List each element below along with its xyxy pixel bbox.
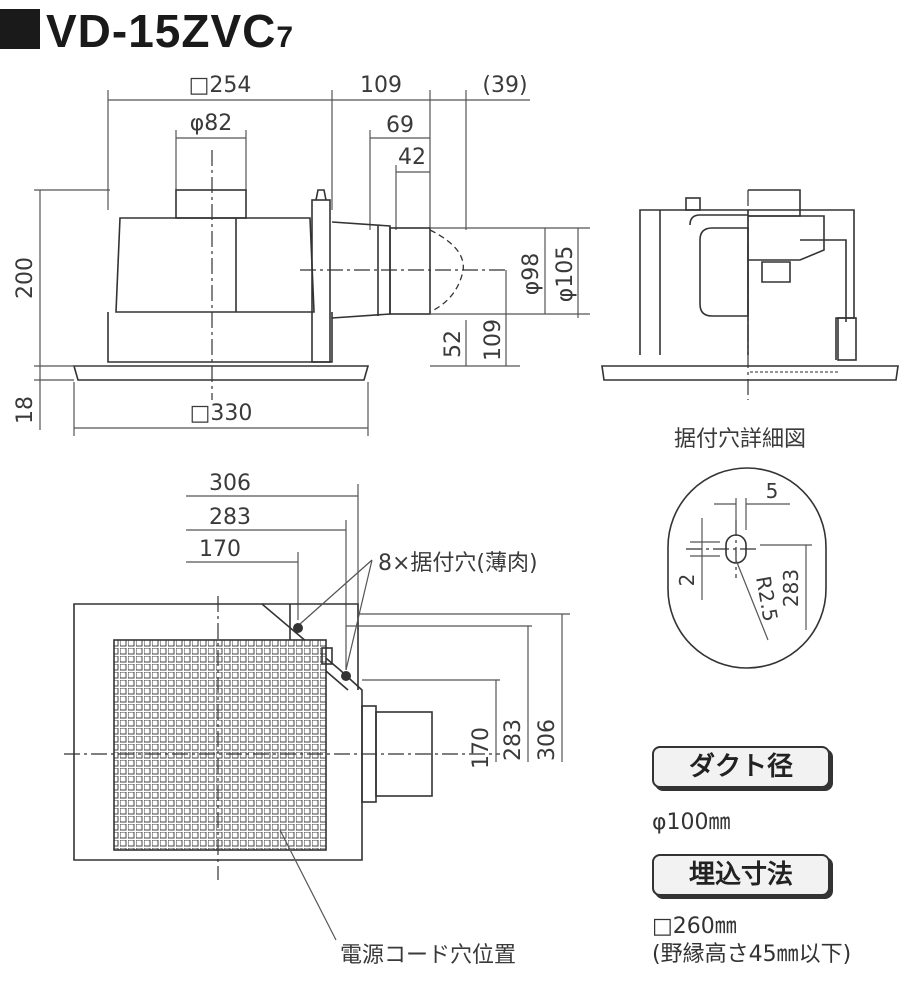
embed-size-value: □260㎜	[652, 914, 737, 939]
model-suffix: 7	[276, 21, 295, 54]
mount-hole-marker	[341, 671, 351, 681]
dim-phi98: φ98	[519, 253, 544, 296]
dim-flange: 18	[13, 396, 38, 424]
hole-detail-title: 据付穴詳細図	[674, 427, 806, 452]
hole-dim-2: 2	[675, 574, 699, 587]
dim-tail: (39)	[482, 73, 527, 98]
plan-dim-306: 306	[209, 471, 251, 496]
duct-diameter-badge: ダクト径	[652, 746, 830, 788]
grille	[113, 639, 327, 851]
dim-height: 200	[13, 257, 38, 299]
front-section-view	[601, 189, 899, 400]
hole-dim-283: 283	[779, 569, 803, 607]
plan-view: 306 283 170 8×据付穴(薄肉) 170 283 306 電源コード穴…	[64, 471, 570, 968]
dim-top-width: □254	[189, 73, 252, 98]
square-marker-icon	[0, 9, 40, 49]
holes-label: 8×据付穴(薄肉)	[378, 551, 538, 576]
dim-42: 42	[398, 145, 426, 170]
hole-detail: 据付穴詳細図 5 2 R2.5 283	[667, 427, 827, 669]
plan-dim-v306: 306	[535, 719, 560, 761]
dim-52: 52	[441, 330, 466, 358]
side-view: □254 109 (39) φ82 69 42	[13, 73, 590, 436]
plan-dim-v283: 283	[501, 719, 526, 761]
hole-dim-5: 5	[766, 479, 779, 503]
plan-dim-283: 283	[209, 505, 251, 530]
dim-69: 69	[386, 113, 414, 138]
embed-size-badge: 埋込寸法	[652, 854, 830, 896]
model-title: VD-15ZVC7	[0, 6, 294, 63]
model-name: VD-15ZVC	[46, 5, 277, 57]
mount-hole-marker	[293, 623, 303, 633]
plan-dim-v170: 170	[469, 727, 494, 769]
hole-radius: R2.5	[751, 574, 783, 623]
plan-dim-170: 170	[199, 537, 241, 562]
cord-label: 電源コード穴位置	[340, 943, 516, 968]
dim-offset: 109	[360, 73, 402, 98]
duct-diameter-value: φ100㎜	[652, 810, 731, 835]
dim-109-vertical: 109	[481, 319, 506, 361]
embed-size-note: (野縁高さ45㎜以下)	[652, 942, 852, 967]
dim-phi105: φ105	[553, 246, 578, 303]
dim-top-pipe: φ82	[190, 111, 233, 136]
dim-bottom-width: □330	[190, 401, 253, 426]
